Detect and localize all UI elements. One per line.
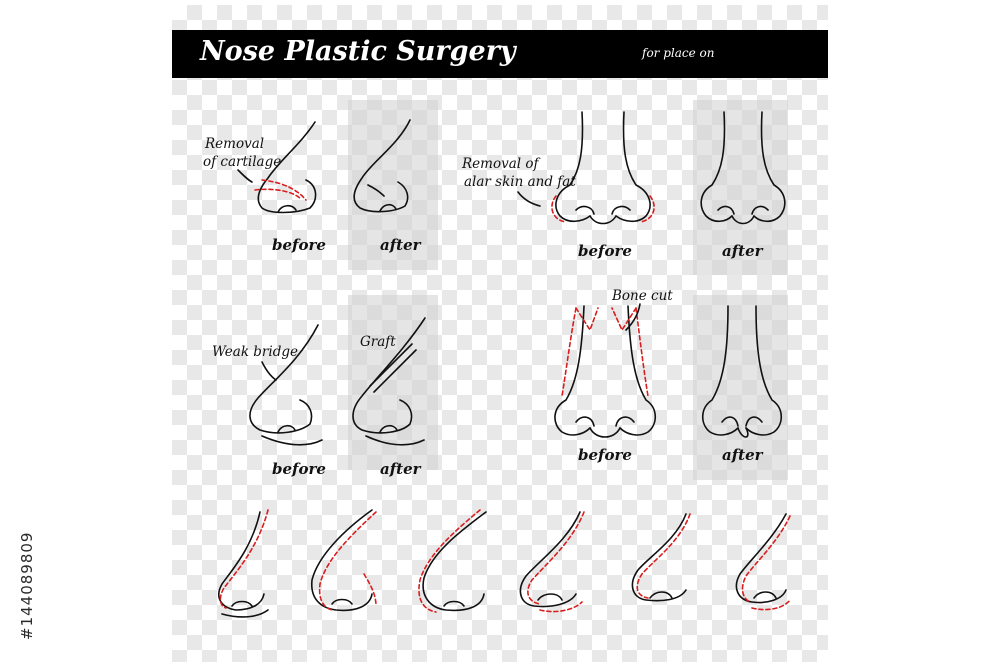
annotation-removal-alar-1: Removal of <box>461 156 540 172</box>
annotation-removal-alar-2: alar skin and fat <box>464 174 576 190</box>
label-after-3: after <box>380 460 422 478</box>
page-title: Nose Plastic Surgery <box>200 36 516 67</box>
label-after-1: after <box>380 236 422 254</box>
banner-subtitle: for place on <box>642 46 715 60</box>
annotation-arrow-cartilage <box>237 169 253 183</box>
profile-nose-before-1 <box>254 121 317 214</box>
profile-variant-4 <box>519 511 585 613</box>
front-nose-before-4 <box>554 305 657 438</box>
label-before-1: before <box>272 236 326 254</box>
label-before-3: before <box>272 460 326 478</box>
profile-variant-2 <box>311 509 377 612</box>
annotation-graft: Graft <box>360 334 396 350</box>
annotation-arrow-alar <box>517 191 541 207</box>
profile-nose-before-3 <box>249 324 323 446</box>
profile-variant-3 <box>418 509 487 613</box>
front-nose-after-2 <box>700 111 786 225</box>
annotation-arrow-weak-bridge <box>261 361 277 381</box>
annotation-arrow-bone-cut <box>625 303 641 331</box>
label-after-2: after <box>722 242 764 260</box>
profile-nose-after-3 <box>352 317 426 446</box>
title-banner: Nose Plastic Surgery for place on <box>172 30 828 78</box>
annotation-removal-cartilage-2: of cartilage <box>203 154 281 170</box>
after-panel-box-1 <box>348 100 438 270</box>
after-panel-box-4 <box>693 295 788 480</box>
annotation-weak-bridge: Weak bridge <box>212 344 298 360</box>
profile-nose-after-1 <box>353 119 411 213</box>
profile-variant-6 <box>735 513 791 611</box>
annotation-removal-cartilage-1: Removal <box>204 136 264 152</box>
annotation-bone-cut: Bone cut <box>611 288 673 304</box>
label-after-4: after <box>722 446 764 464</box>
front-nose-before-2 <box>551 111 655 225</box>
label-before-2: before <box>578 242 632 260</box>
profile-variant-5 <box>631 513 691 602</box>
front-nose-after-4 <box>701 305 783 438</box>
profile-variant-1 <box>218 509 269 618</box>
label-before-4: before <box>578 446 632 464</box>
